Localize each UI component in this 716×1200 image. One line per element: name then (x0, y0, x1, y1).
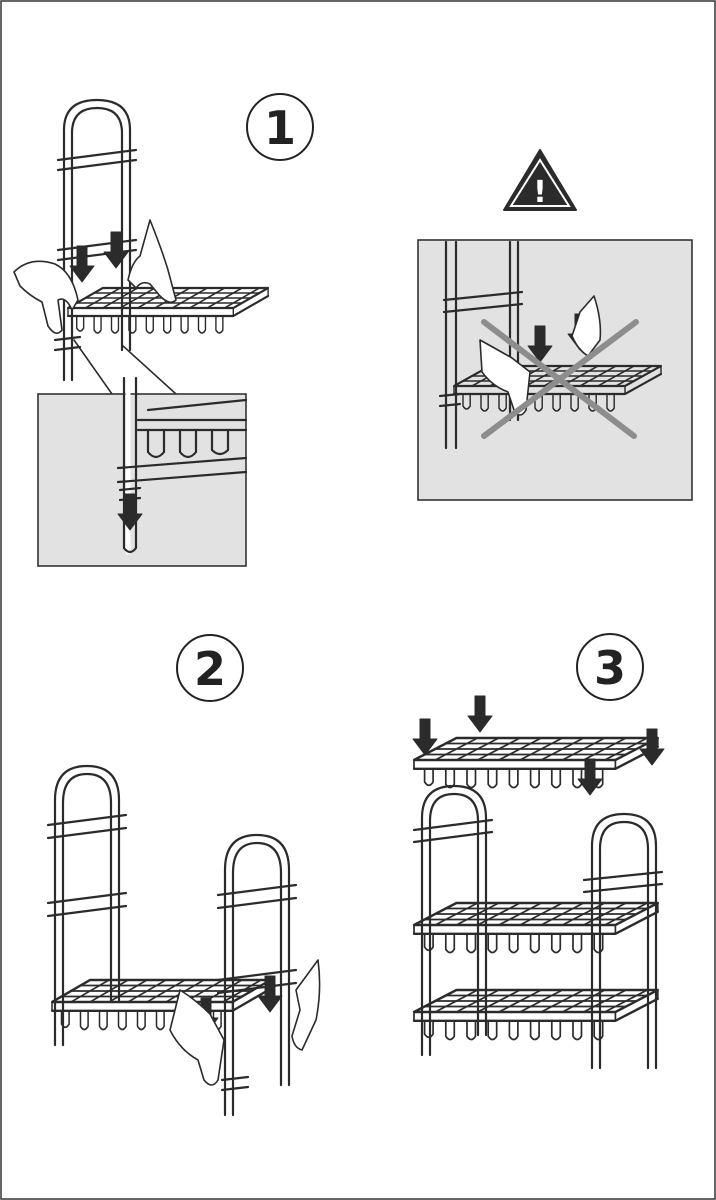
step-2-number: 2 (194, 642, 226, 696)
step-1: 1 (13, 93, 314, 567)
step-3-illustration (412, 695, 665, 1070)
step-1-detail-inset (37, 339, 248, 567)
warning-symbol: ! (533, 175, 547, 210)
step-1-frame-illustration (13, 98, 270, 382)
step-3-badge (576, 633, 644, 701)
warning-wrong-method-panel (417, 239, 693, 501)
step-3-number: 3 (594, 641, 626, 695)
step-1-badge (246, 93, 314, 161)
warning-section: ! (417, 149, 693, 501)
step-1-number: 1 (264, 101, 296, 155)
step-2-illustration (46, 764, 321, 1117)
step-2: 2 (46, 634, 321, 1117)
warning-triangle-icon: ! (503, 149, 577, 211)
step-2-badge (176, 634, 244, 702)
step-3: 3 (412, 633, 665, 1070)
